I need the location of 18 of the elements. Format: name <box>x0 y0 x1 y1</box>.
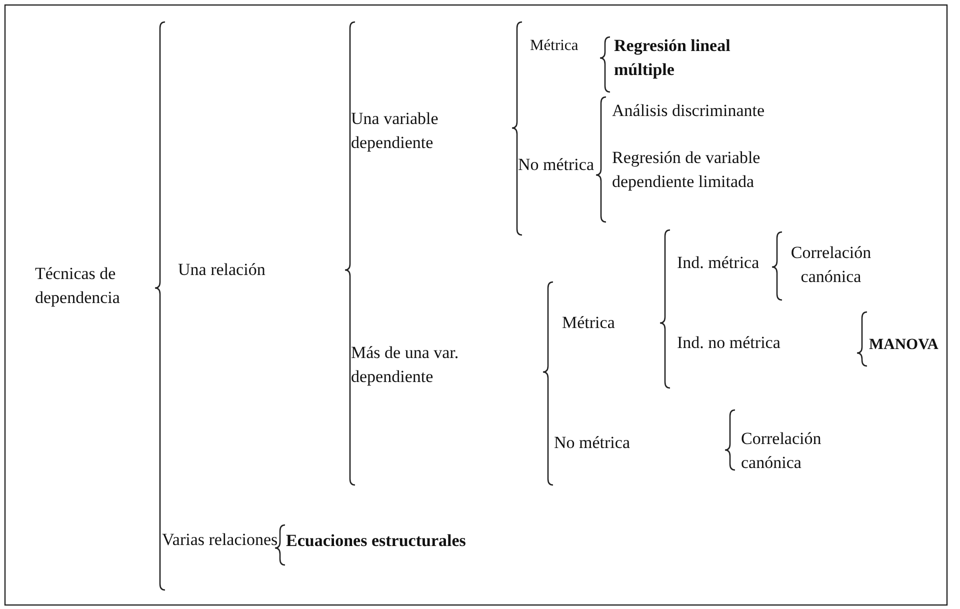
category-label: Varias relaciones <box>162 529 278 551</box>
category-label: Una variable dependiente <box>351 108 440 154</box>
category-label: No métrica <box>554 432 630 454</box>
method-label: Correlación canónica <box>790 242 872 288</box>
category-label: Ind. no métrica <box>677 332 780 354</box>
category-label: Una relación <box>178 259 266 281</box>
category-label: Métrica <box>562 312 615 334</box>
method-label: Correlación canónica <box>741 428 822 474</box>
category-label: Ind. métrica <box>677 252 760 274</box>
category-label: Métrica <box>530 36 578 56</box>
method-label: Regresión lineal múltiple <box>614 35 732 81</box>
category-label: Más de una var. dependiente <box>351 342 460 388</box>
category-label: Técnicas de dependencia <box>35 263 121 309</box>
category-label: No métrica <box>518 154 594 176</box>
method-label: Análisis discriminante <box>612 100 765 122</box>
method-label: MANOVA <box>869 335 938 355</box>
method-label: Ecuaciones estructurales <box>286 530 466 552</box>
method-label: Regresión de variable dependiente limitada <box>612 147 762 193</box>
